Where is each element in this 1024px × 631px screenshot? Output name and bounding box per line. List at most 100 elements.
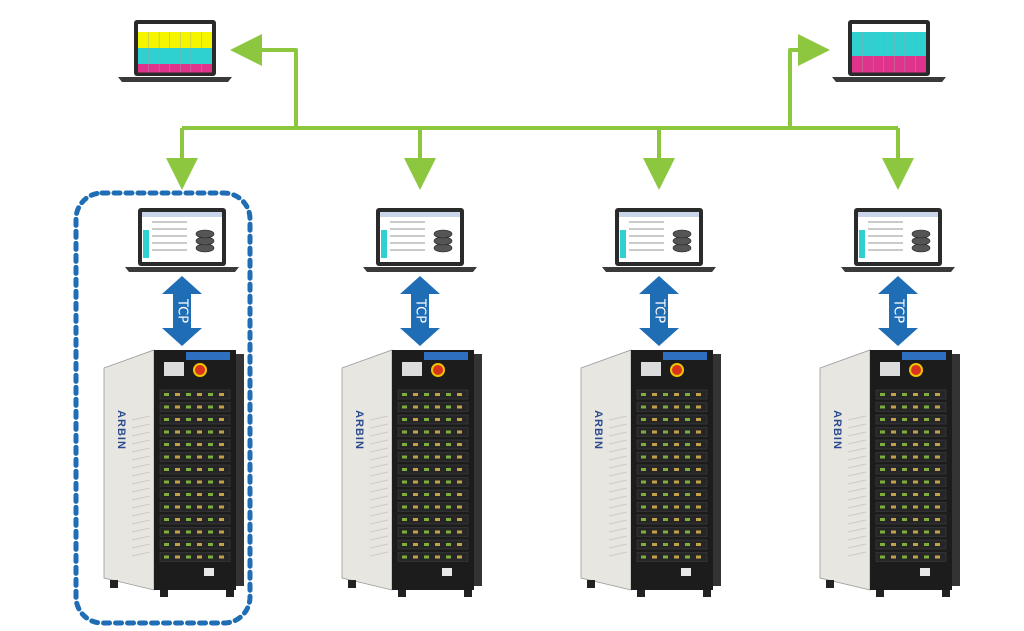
monitoring-laptop-icon <box>832 20 946 82</box>
module-indicator <box>674 530 679 534</box>
cabinet-side-panel <box>819 349 871 591</box>
cabinet-label-plate <box>663 352 707 360</box>
vent-slot <box>131 447 151 453</box>
module-indicator <box>641 505 646 509</box>
module-indicator <box>891 418 896 421</box>
module-indicator <box>208 493 213 496</box>
vent-slot <box>847 439 867 445</box>
screen-band <box>852 24 926 33</box>
module-indicator <box>175 468 180 471</box>
caster-wheel <box>703 590 711 597</box>
module-indicator <box>641 443 646 446</box>
module-indicator <box>924 405 929 409</box>
module-indicator <box>402 405 407 409</box>
screen-band <box>138 32 212 41</box>
module-indicator <box>641 418 646 421</box>
window-title-bar <box>619 212 699 217</box>
channel-module <box>159 402 231 412</box>
channel-module <box>636 527 708 537</box>
module-indicator <box>696 555 701 559</box>
module-indicator <box>652 443 657 446</box>
module-indicator <box>457 468 462 471</box>
cabinet-display <box>641 362 661 376</box>
module-indicator <box>891 405 896 409</box>
module-indicator <box>924 518 929 521</box>
module-indicator <box>891 443 896 446</box>
module-indicator <box>891 393 896 396</box>
module-indicator <box>186 455 191 459</box>
battery-tester-cabinet: ARBIN <box>103 349 244 597</box>
vent-slot <box>131 455 151 461</box>
module-indicator <box>446 505 451 509</box>
screen-band <box>138 64 212 73</box>
module-indicator <box>446 455 451 459</box>
module-indicator <box>186 555 191 559</box>
cabinet-side-panel <box>103 349 155 591</box>
module-indicator <box>446 468 451 471</box>
module-indicator <box>641 555 646 559</box>
vent-slot <box>369 503 389 509</box>
module-indicator <box>164 393 169 396</box>
vent-slot <box>847 423 867 429</box>
module-indicator <box>435 480 440 484</box>
module-indicator <box>674 405 679 409</box>
module-indicator <box>424 493 429 496</box>
module-indicator <box>696 455 701 459</box>
module-indicator <box>674 518 679 521</box>
vent-slot <box>369 479 389 485</box>
module-indicator <box>219 518 224 521</box>
channel-module <box>636 464 708 475</box>
tcp-link-arrow: TCP <box>400 276 440 346</box>
channel-module <box>159 502 231 512</box>
module-indicator <box>197 518 202 521</box>
channel-module <box>636 489 708 500</box>
channel-module <box>159 514 231 525</box>
module-indicator <box>424 505 429 509</box>
module-indicator <box>924 443 929 446</box>
station-laptop-icon <box>841 208 955 272</box>
module-indicator <box>641 530 646 534</box>
vent-slot <box>608 487 628 493</box>
module-indicator <box>913 405 918 409</box>
cabinet-side-panel <box>341 349 393 591</box>
vent-slot <box>847 519 867 525</box>
vent-slot <box>369 415 389 421</box>
vent-slot <box>369 431 389 437</box>
emergency-stop-button <box>193 363 207 377</box>
module-indicator <box>219 393 224 396</box>
screen-band <box>852 40 926 49</box>
station-laptop-icon <box>602 208 716 272</box>
cabinet-rail <box>236 354 244 586</box>
vent-slot <box>847 503 867 509</box>
channel-module <box>875 527 947 537</box>
module-indicator <box>164 430 169 434</box>
module-indicator <box>652 405 657 409</box>
module-indicator <box>186 430 191 434</box>
module-indicator <box>424 418 429 421</box>
module-indicator <box>197 530 202 534</box>
module-indicator <box>186 543 191 546</box>
module-indicator <box>685 443 690 446</box>
vent-slot <box>131 471 151 477</box>
module-indicator <box>891 555 896 559</box>
channel-module <box>159 464 231 475</box>
module-indicator <box>913 393 918 396</box>
module-indicator <box>424 555 429 559</box>
module-indicator <box>641 430 646 434</box>
module-indicator <box>413 443 418 446</box>
vent-slot <box>369 535 389 541</box>
module-indicator <box>219 405 224 409</box>
channel-module <box>397 539 469 550</box>
laptop-base <box>118 77 232 82</box>
module-indicator <box>880 518 885 521</box>
screen-band <box>852 64 926 73</box>
module-indicator <box>880 468 885 471</box>
monitoring-laptop-icon <box>118 20 232 82</box>
module-indicator <box>175 393 180 396</box>
module-indicator <box>696 518 701 521</box>
vent-slot <box>131 415 151 421</box>
module-indicator <box>880 555 885 559</box>
caster-wheel <box>587 580 595 588</box>
cabinet-brand-label: ARBIN <box>831 410 843 450</box>
